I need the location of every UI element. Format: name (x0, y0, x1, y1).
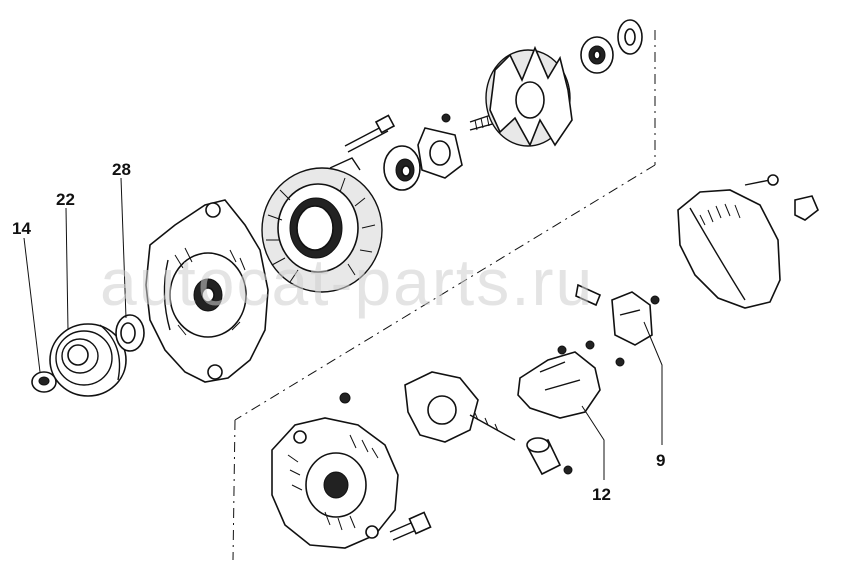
callout-14: 14 (12, 219, 31, 238)
part-regulator (575, 283, 660, 367)
part-stator (261, 157, 383, 293)
callout-28: 28 (112, 160, 131, 179)
part-front-bearing (580, 36, 614, 74)
part-end-frame (271, 417, 399, 549)
part-stud-bolt (344, 114, 396, 153)
part-rear-cover (677, 174, 819, 309)
part-through-bolt (389, 511, 432, 541)
callout-12: 12 (592, 485, 611, 504)
part-sleeve (526, 437, 573, 476)
part-rectifier (339, 371, 516, 443)
part-brush-holder (517, 340, 601, 419)
part-front-housing (145, 199, 269, 383)
part-rotor (469, 45, 573, 147)
assembly-axis-lines (232, 30, 656, 561)
part-bearing (383, 145, 421, 191)
part-nut (31, 371, 57, 393)
callout-22: 22 (56, 190, 75, 209)
part-retainer-plate (417, 113, 463, 179)
part-washer (617, 19, 643, 55)
part-pulley (49, 323, 127, 397)
watermark-text: autocat-parts.ru (100, 245, 594, 319)
leader-lines (23, 177, 663, 480)
callout-labels: 14 22 28 9 12 (12, 160, 665, 504)
part-spacer (115, 314, 145, 352)
callout-9: 9 (656, 451, 665, 470)
